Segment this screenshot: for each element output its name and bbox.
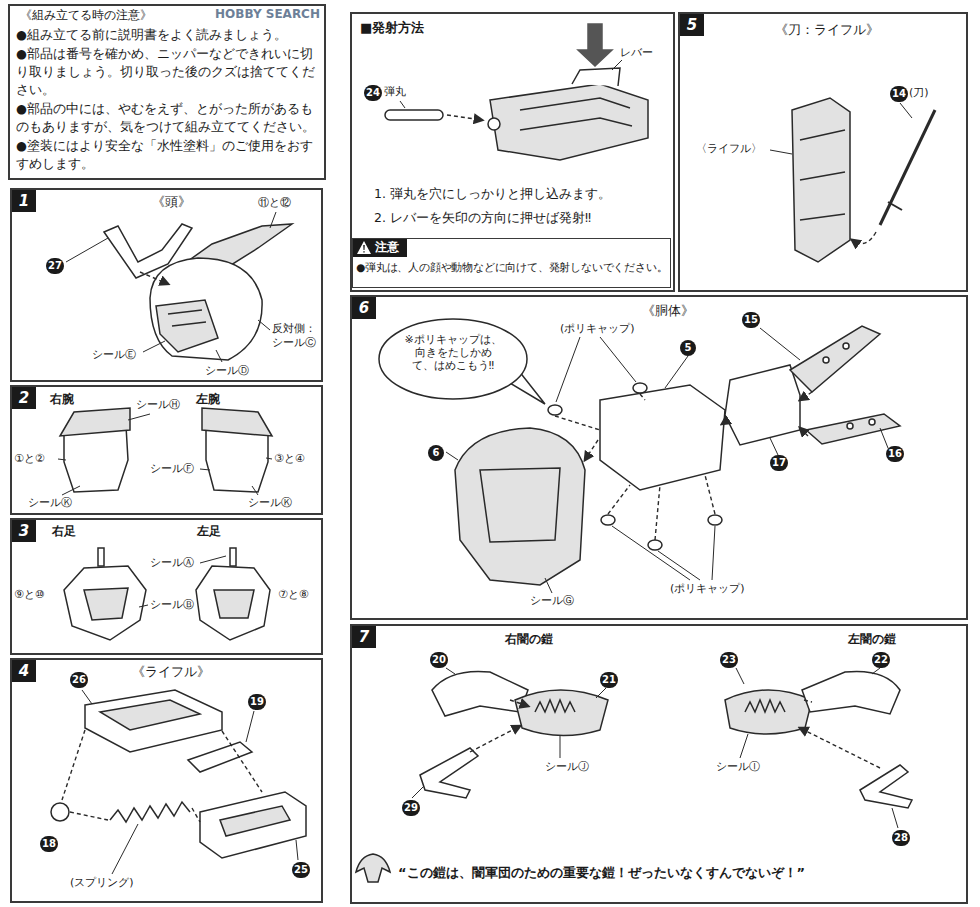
callout-number: 28 [892,830,910,846]
bubble-shape [379,319,527,399]
step-panel: 6 《胴体》 ※ポリキャップは、向きをたしかめて、はめこもう‼ [350,295,968,620]
part-label: シールⒿ [545,760,589,774]
callout-number: 17 [770,455,788,471]
callout-number: 22 [872,652,890,668]
callout-number: 21 [600,672,618,688]
part-label: ①と② [14,452,45,466]
caution-panel: 《組み立てる時の注意》●組み立てる前に説明書をよく読みましょう。●部品は番号を確… [8,4,326,180]
warning-box: 注意●弾丸は、人の顔や動物などに向けて、発射しないでください。 [352,238,671,288]
step-number: 3 [12,520,36,542]
part-label: シールⒶ [150,556,194,570]
armor-figures [356,668,912,882]
step-heading: 《胴体》 [642,303,694,320]
part-label: シールⒽ [136,398,180,412]
step-number: 6 [352,297,376,319]
step-panel: 4 《ライフル》 [10,658,323,903]
part-label: (スプリング) [70,876,134,890]
callout-number: 29 [402,800,420,816]
part-label: シールⒾ [716,760,760,774]
node-text: ■発射方法 [360,20,424,37]
node-text: ●塗装にはより安全な「水性塗料」のご使用をおすすめします。 [16,137,320,173]
part-label: シールⒼ [530,594,574,608]
part-label: (ポリキャップ) [670,582,745,596]
foot-figures [64,548,270,640]
part-label: ⑨と⑩ [14,588,45,602]
step-panel: 3 [10,518,323,655]
callout-number: 24 [364,85,382,101]
part-label: シールⓀ [248,496,292,510]
part-label: 左腕 [196,392,220,406]
node-text: ※ポリキャップは、向きをたしかめて、はめこもう‼ [404,333,502,372]
callout-number: 5 [680,340,696,356]
callout-number: 27 [46,258,64,274]
rifle-sword-figure [770,98,935,262]
step-number: 2 [12,387,36,409]
part-label: 左闇の鎧 [848,632,896,646]
callout-number: 14 [890,86,908,102]
part-label: シールⓀ [28,496,72,510]
part-label: 右足 [52,524,76,538]
part-label: (ポリキャップ) [560,322,635,336]
arm-figures [58,408,272,495]
callout-number: 20 [430,652,448,668]
part-label: ③と④ [274,452,305,466]
rifle-parts [51,690,306,874]
callout-number: 6 [428,445,444,461]
node-text: ●部品の中には、やむをえず、とがった所があるものもありますが、気をつけて組み立て… [16,100,320,136]
part-label: ⑦と⑧ [278,588,309,602]
part-label: シールⒹ [205,364,249,378]
step-heading: 《ライフル》 [132,664,210,681]
step-number: 1 [12,190,36,212]
node-text: ●組み立てる前に説明書をよく読みましょう。 [16,26,320,44]
part-label: ⑪と⑫ [258,196,291,210]
head-figure [66,212,292,362]
callout-number: 15 [742,312,760,328]
step-heading: 《刀：ライフル》 [775,22,879,39]
launcher-figure [385,24,648,160]
part-label: 右腕 [50,392,74,406]
node-text: 1. 弾丸を穴にしっかりと押し込みます。 [374,186,669,202]
warning-triangle [357,241,371,254]
part-label: 反対側： シールⒸ [272,322,324,350]
step-number: 4 [12,660,36,682]
callout-number: 26 [70,672,88,688]
part-label: シールⒷ [150,598,194,612]
warning-icon [356,240,372,256]
speech-bubble: ※ポリキャップは、向きをたしかめて、はめこもう‼ [378,318,528,400]
step-number: 5 [680,14,704,36]
watermark: HOBBY SEARCH [215,7,320,21]
part-label: シールⒺ [92,348,136,362]
part-label: 左足 [197,524,221,538]
part-label: 弾丸 [384,85,406,99]
step-panel: 1 《頭》 [10,188,323,382]
step-heading: 《頭》 [152,194,191,211]
node-text: ●部品は番号を確かめ、ニッパーなどできれいに切り取りましょう。切り取った後のクズ… [16,45,320,99]
part-label: 右闇の鎧 [505,632,553,646]
callout-number: 16 [886,446,904,462]
quote-note: “この鎧は、闇軍団のための重要な鎧！ぜったいなくすんでないぞ！” [398,866,805,880]
node-text: ●弾丸は、人の顔や動物などに向けて、発射しないでください。 [356,261,668,275]
part-label: (刀) [909,86,929,100]
part-label: シールⒻ [150,462,194,476]
callout-number: 18 [40,836,58,852]
part-label: 〈ライフル〉 [696,142,762,156]
callout-number: 23 [720,652,738,668]
callout-number: 25 [292,862,310,878]
callout-number: 19 [248,694,266,710]
step-number: 7 [352,626,376,648]
node-text: 2. レバーを矢印の方向に押せば発射‼ [374,210,669,226]
part-label: レバー [620,46,653,60]
